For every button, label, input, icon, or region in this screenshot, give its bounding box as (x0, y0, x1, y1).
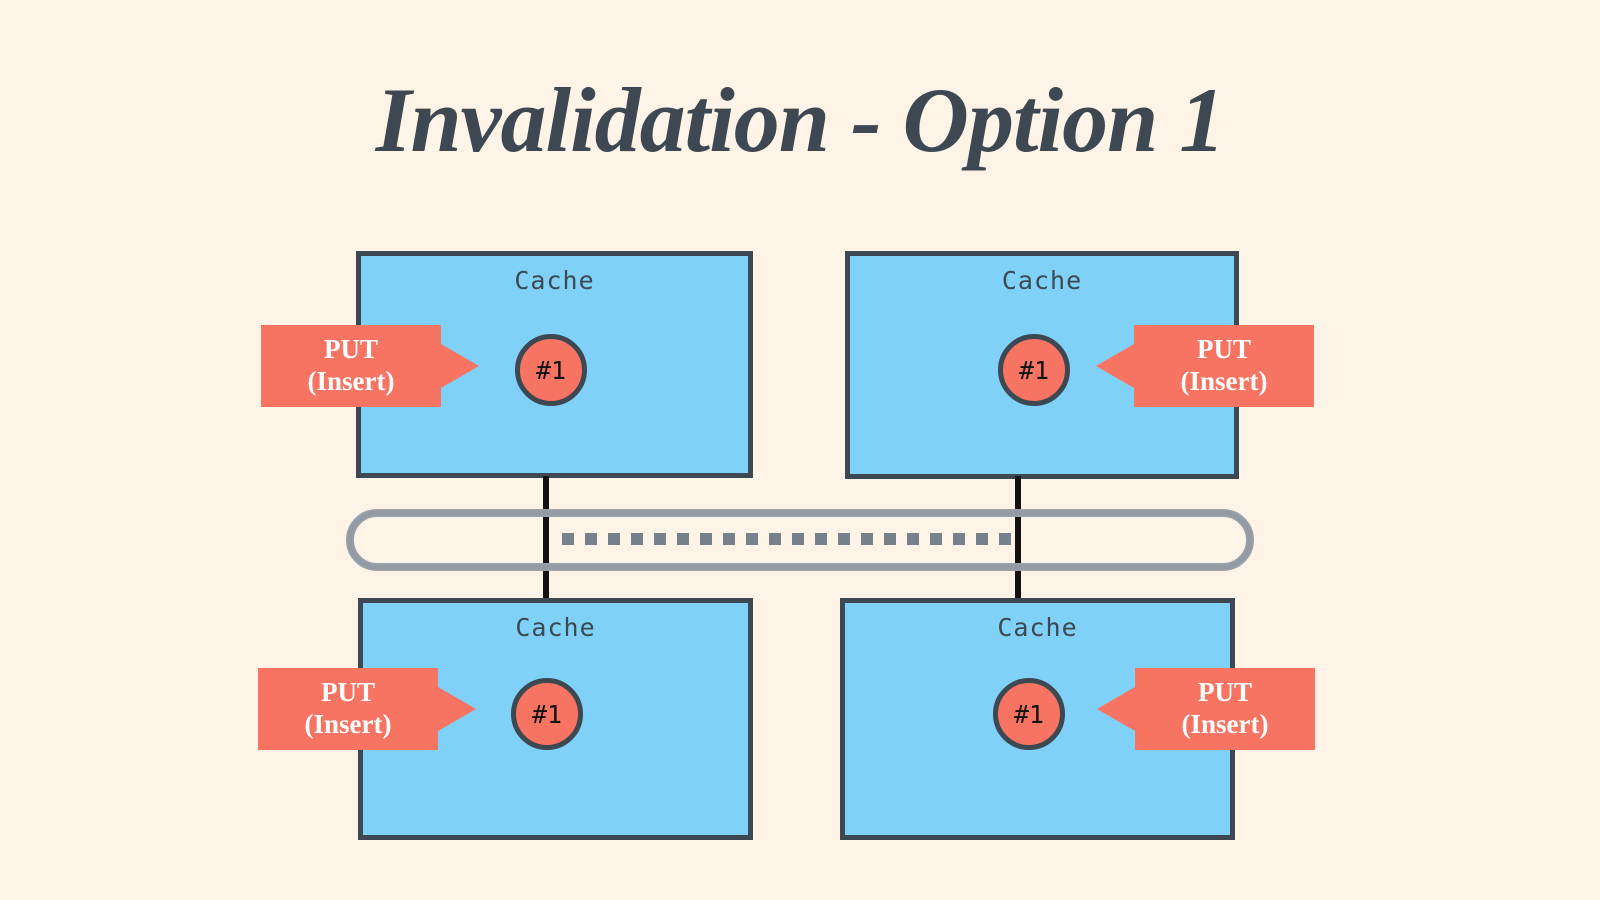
cache-label-bottom-right: Cache (997, 613, 1078, 642)
connector-line-right (1015, 476, 1021, 598)
put-callout-top-right-line1: PUT (1197, 334, 1251, 365)
cache-item-top-right: #1 (998, 334, 1070, 406)
cache-label-top-left: Cache (514, 266, 595, 295)
cache-label-top-right: Cache (1001, 266, 1083, 295)
cache-box-bottom-left: Cache #1 (358, 598, 753, 840)
put-callout-bottom-right-line1: PUT (1198, 677, 1252, 708)
page-title: Invalidation - Option 1 (375, 69, 1226, 171)
put-callout-top-right[interactable]: PUT (Insert) (1134, 325, 1314, 407)
connector-line-left (543, 476, 549, 598)
put-callout-bottom-right-line2: (Insert) (1181, 709, 1269, 739)
cache-label-bottom-left: Cache (515, 613, 596, 642)
invalidation-bus-capsule (346, 509, 1254, 571)
invalidation-bus-dashes (562, 533, 1018, 545)
cache-item-bottom-right: #1 (993, 678, 1065, 750)
put-callout-top-right-line2: (Insert) (1180, 366, 1268, 396)
put-callout-bottom-left[interactable]: PUT (Insert) (258, 668, 438, 750)
put-callout-top-left-line2: (Insert) (307, 366, 395, 396)
put-callout-bottom-left-line2: (Insert) (304, 709, 392, 739)
put-callout-bottom-left-line1: PUT (321, 677, 375, 708)
put-callout-top-left[interactable]: PUT (Insert) (261, 325, 441, 407)
cache-item-top-left: #1 (515, 334, 587, 406)
put-callout-top-left-line1: PUT (324, 334, 378, 365)
put-callout-bottom-right[interactable]: PUT (Insert) (1135, 668, 1315, 750)
cache-item-bottom-left: #1 (511, 678, 583, 750)
